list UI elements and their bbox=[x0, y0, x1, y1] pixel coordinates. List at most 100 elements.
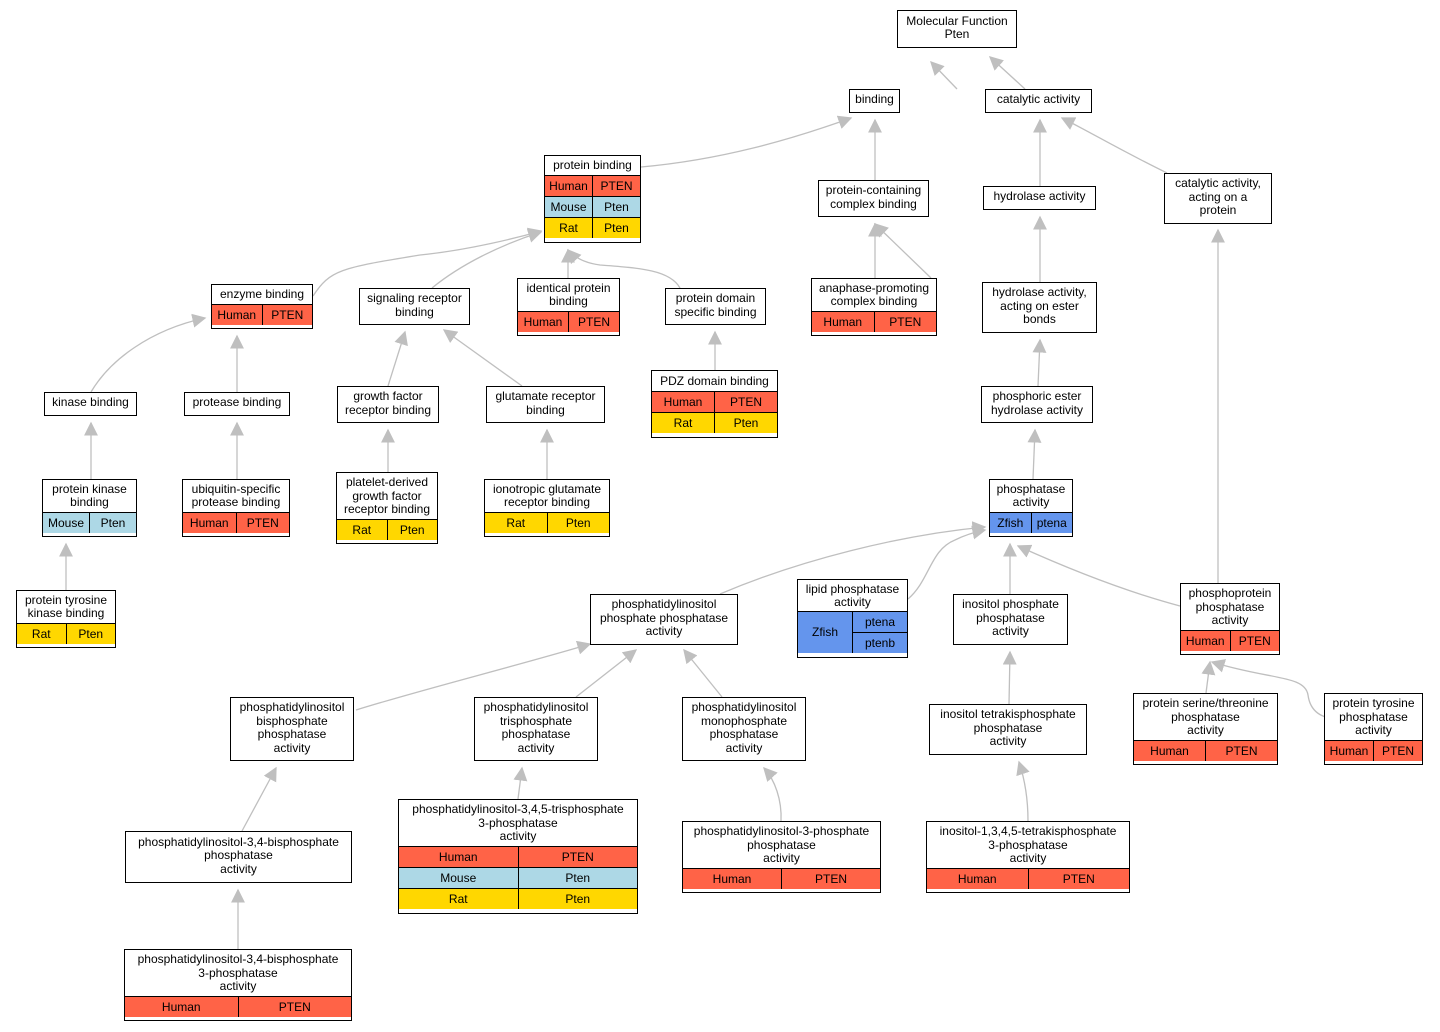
go-term-label-line: acting on a bbox=[1188, 189, 1248, 204]
go-term-label-line: phosphatase bbox=[996, 481, 1066, 496]
go-term-node-kinase-binding[interactable]: kinase binding bbox=[44, 392, 137, 416]
go-term-label-line: activity bbox=[1012, 495, 1050, 510]
gene-name: Pten bbox=[65, 623, 116, 644]
gene-name: Pten bbox=[546, 512, 610, 533]
go-term-label-line: activity bbox=[273, 740, 311, 755]
go-term-node-catalytic[interactable]: catalytic activity bbox=[985, 89, 1092, 113]
go-term-label-line: binding bbox=[70, 495, 109, 510]
species-name: Human bbox=[161, 999, 201, 1014]
go-term-node-protease-binding[interactable]: protease binding bbox=[184, 392, 290, 416]
go-term-label-line: growth factor bbox=[353, 389, 423, 403]
go-term-label-line: 3-phosphatase bbox=[988, 837, 1068, 852]
go-term-label-line: 3-phosphatase bbox=[478, 815, 558, 830]
go-term-label-line: protease binding bbox=[191, 495, 281, 510]
go-term-label-line: bisphosphate bbox=[256, 713, 328, 728]
go-term-label-line: phosphatase bbox=[1195, 599, 1265, 614]
go-term-label: protein binding bbox=[545, 156, 640, 175]
species-name: Rat bbox=[559, 220, 578, 235]
go-term-label-line: phosphatidylinositol bbox=[483, 700, 589, 714]
go-term-label-line: phosphatase bbox=[501, 727, 571, 741]
go-term-label-line: phosphatase bbox=[973, 720, 1043, 735]
go-term-label-line: phosphatase bbox=[257, 727, 327, 741]
gene-name: PTEN bbox=[1229, 630, 1280, 651]
go-term-label-line: phosphatidylinositol-3-phosphate bbox=[693, 824, 870, 838]
go-term-label-line: phosphatidylinositol-3,4,5-trisphosphate bbox=[412, 802, 624, 816]
is-a-edge bbox=[1002, 650, 1017, 705]
species-name: Mouse bbox=[47, 515, 85, 530]
gene-name: Pten bbox=[592, 196, 640, 217]
gene-name: PTEN bbox=[873, 311, 937, 332]
species-name: Human bbox=[823, 314, 863, 329]
go-term-label-line: protein domain bbox=[675, 291, 756, 305]
go-term-label-line: receptor binding bbox=[344, 402, 432, 417]
go-term-label-line: inositol tetrakisphosphate bbox=[940, 707, 1076, 722]
gene-name: ptena bbox=[1030, 512, 1073, 533]
go-term-label-line: activity bbox=[1187, 723, 1224, 737]
is-a-edge bbox=[1210, 659, 1341, 720]
species-row-rat: Rat Pten bbox=[17, 622, 116, 644]
go-term-node-pi345-3phosphatase[interactable]: phosphatidylinositol-3,4,5-trisphosphate… bbox=[398, 799, 638, 914]
go-term-node-hydrolase[interactable]: hydrolase activity bbox=[983, 186, 1096, 210]
species-name: Rat bbox=[31, 626, 51, 641]
go-term-label-line: protein serine/threonine bbox=[1142, 696, 1269, 710]
go-term-node-binding[interactable]: binding bbox=[849, 89, 900, 113]
go-term-label-line: protein-containing bbox=[825, 183, 922, 197]
go-term-label-line: phosphatase bbox=[709, 727, 779, 741]
gene-name: PTEN bbox=[714, 392, 777, 412]
go-term-label-line: trisphosphate bbox=[499, 713, 573, 728]
go-term-label-line: phosphatase bbox=[1171, 709, 1240, 724]
species-name: Human bbox=[217, 307, 257, 322]
gene-name: ptena bbox=[864, 615, 896, 629]
is-a-edge bbox=[312, 227, 543, 297]
